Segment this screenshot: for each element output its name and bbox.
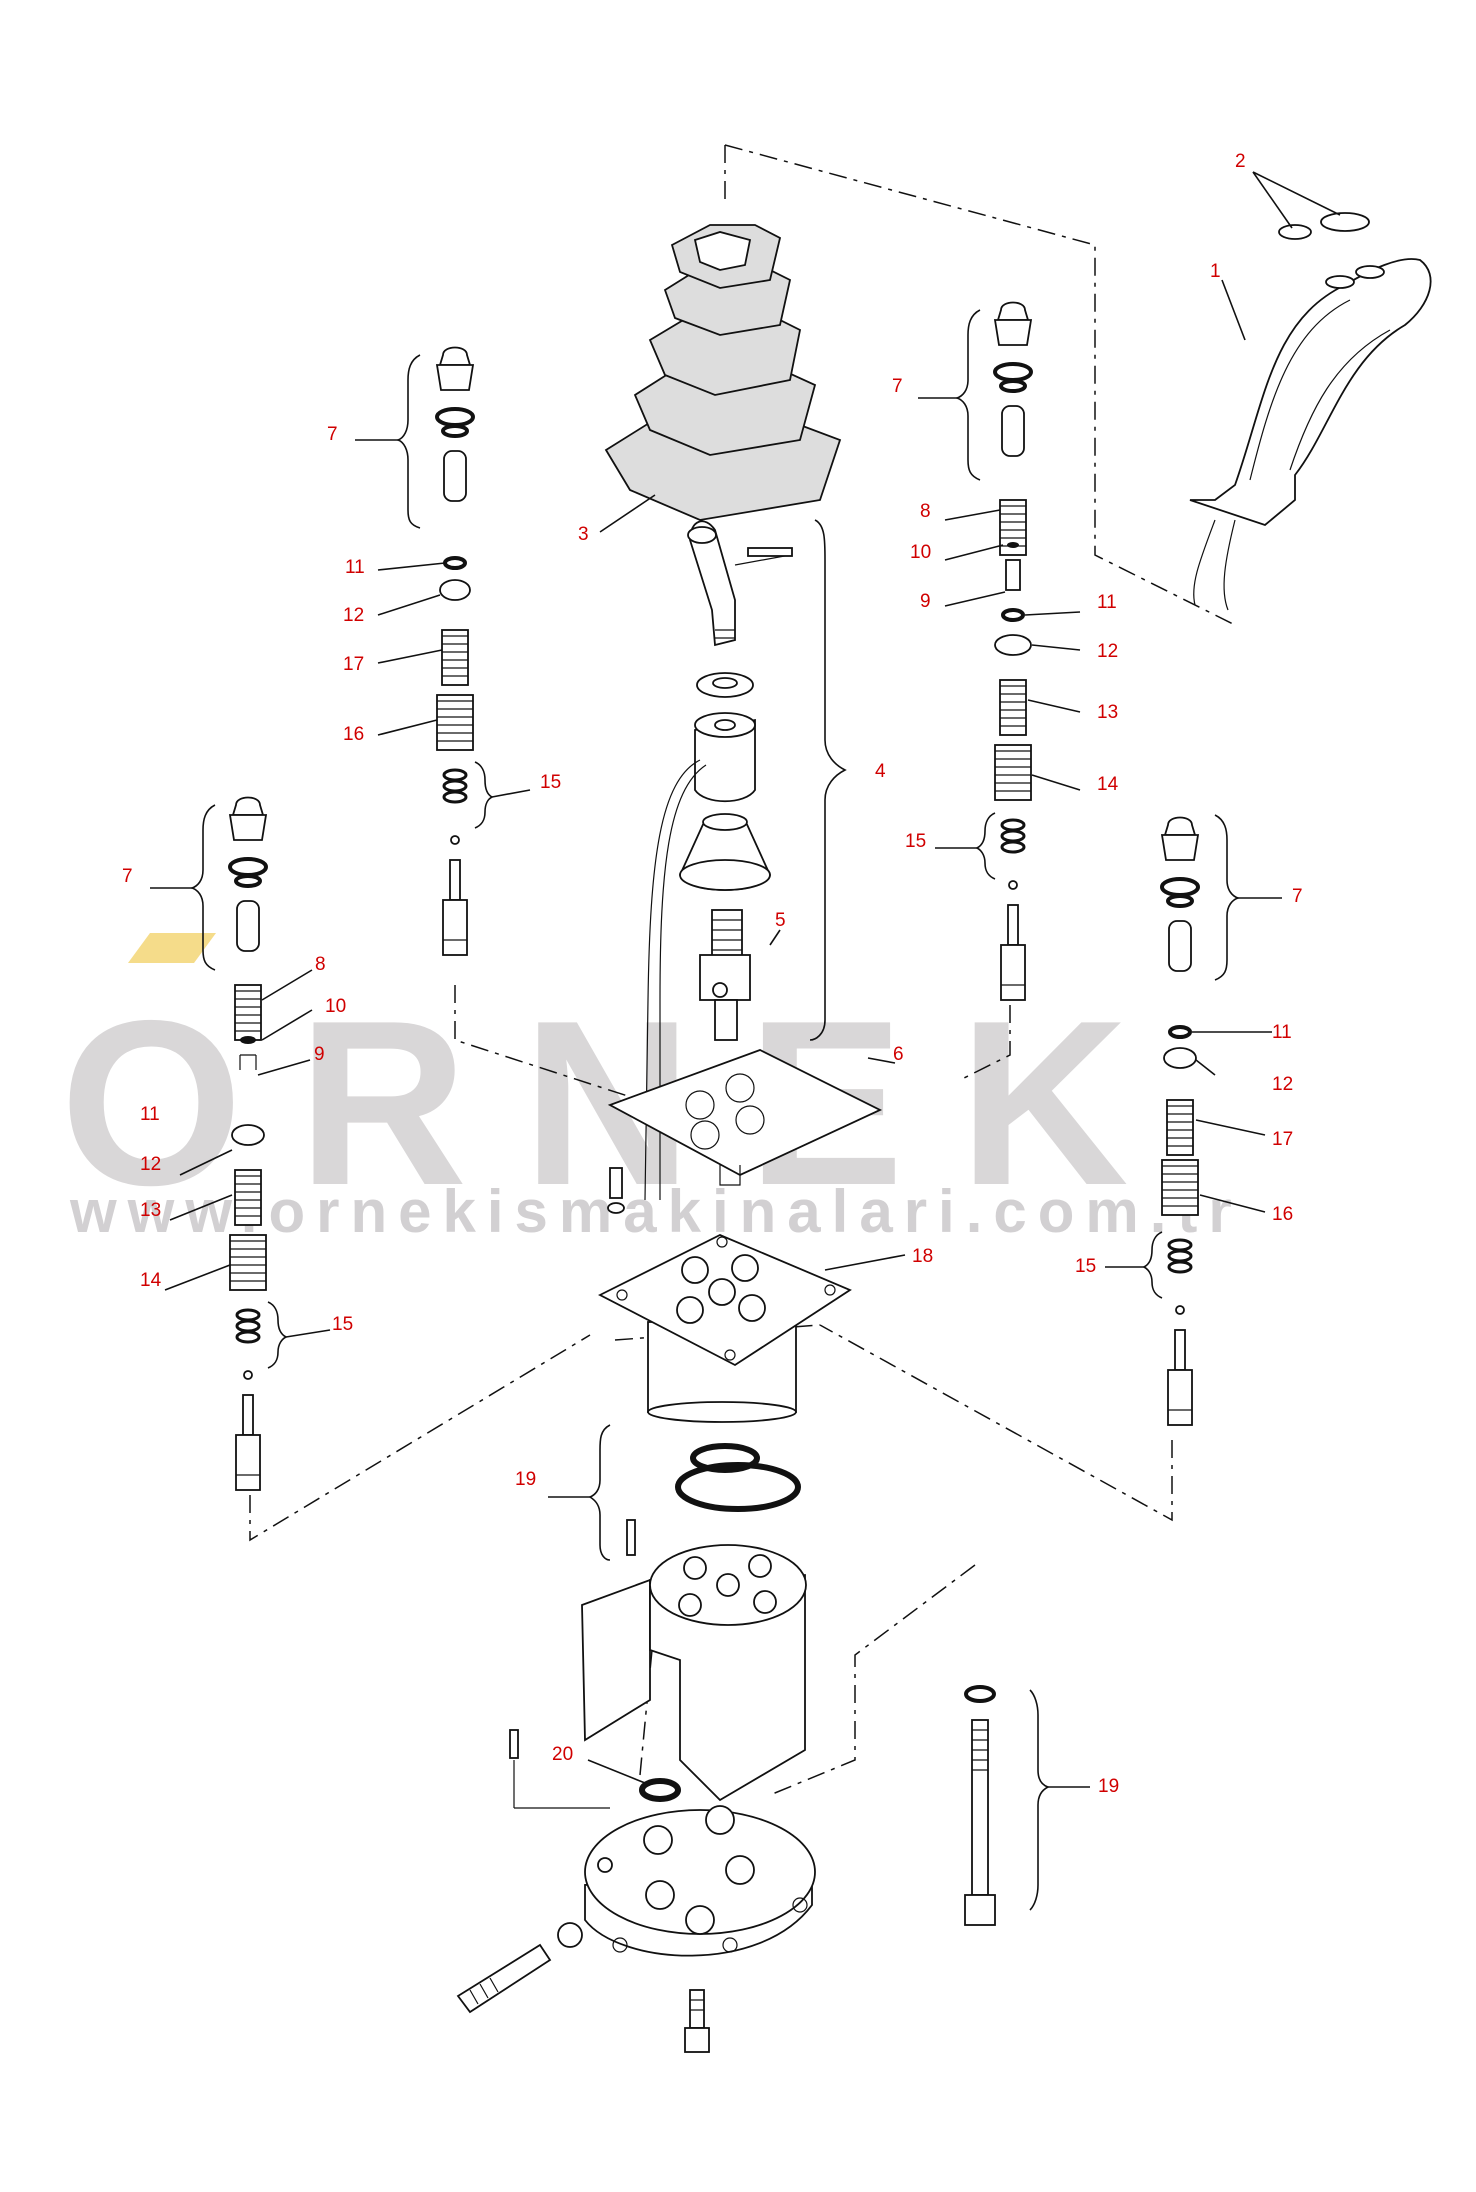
callout-19b: 19: [1098, 1776, 1119, 1797]
small-screw: [607, 1167, 625, 1214]
callout-13c: 13: [1097, 702, 1118, 723]
callout-12a: 12: [343, 605, 364, 626]
pilot-column-left-upper: [435, 345, 475, 956]
gasket-plate: [607, 1049, 883, 1186]
callout-5: 5: [775, 910, 786, 931]
callout-4: 4: [875, 761, 886, 782]
base-block: [509, 1729, 816, 1957]
callout-9a: 9: [314, 1044, 325, 1065]
callout-15c: 15: [905, 831, 926, 852]
callout-15a: 15: [540, 772, 561, 793]
callout-11c: 11: [1097, 592, 1117, 613]
callout-7c: 7: [892, 376, 903, 397]
joystick-handle: [1189, 258, 1432, 611]
long-bolt: [964, 1685, 996, 1926]
callout-17d: 17: [1272, 1129, 1293, 1150]
callout-13a: 13: [140, 1200, 161, 1221]
callout-14c: 14: [1097, 774, 1119, 795]
callout-labels: 1 2 3 4 5 6 7 8 9 10 11 12 13 14 15 16 1…: [122, 151, 1303, 1797]
callout-7a: 7: [327, 424, 338, 445]
callout-7d: 7: [1292, 886, 1303, 907]
bottom-screw: [684, 1989, 710, 2053]
pilot-column-right-upper: [993, 300, 1033, 1001]
pilot-column-right-lower: [1160, 815, 1200, 1426]
callout-9c: 9: [920, 591, 931, 612]
callout-12c: 12: [1097, 641, 1118, 662]
callout-12d: 12: [1272, 1074, 1293, 1095]
callout-3: 3: [578, 524, 589, 545]
o-ring-set: [626, 1443, 801, 1556]
callout-10c: 10: [910, 542, 931, 563]
callout-19a: 19: [515, 1469, 536, 1490]
button-caps: [1278, 212, 1370, 240]
pilot-column-left-lower: [228, 795, 268, 1491]
callout-16a: 16: [343, 724, 364, 745]
callout-2: 2: [1235, 151, 1246, 172]
callout-11a: 11: [345, 557, 365, 578]
callout-11d: 11: [1272, 1022, 1292, 1043]
callout-10a: 10: [325, 996, 346, 1017]
callout-15d: 15: [1075, 1256, 1096, 1277]
callout-15b: 15: [332, 1314, 353, 1335]
callout-8c: 8: [920, 501, 931, 522]
callout-11b: 11: [140, 1104, 160, 1125]
watermark-accent: [128, 933, 216, 963]
valve-body: [581, 1544, 807, 1802]
callout-18: 18: [912, 1246, 933, 1267]
callout-17a: 17: [343, 654, 364, 675]
callout-6: 6: [893, 1044, 904, 1065]
watermark-url: www.ornekismakinalari.com.tr: [70, 1178, 1243, 1245]
central-shaft-stack: [644, 520, 793, 1201]
callout-7b: 7: [122, 866, 133, 887]
callout-20: 20: [552, 1744, 573, 1765]
callout-8a: 8: [315, 954, 326, 975]
rubber-boot: [604, 224, 842, 521]
callout-14a: 14: [140, 1270, 162, 1291]
upper-housing: [598, 1234, 852, 1423]
callout-12b: 12: [140, 1154, 161, 1175]
leader-lines: [150, 171, 1341, 1911]
plug-and-ball: [456, 1922, 583, 2014]
callout-1: 1: [1210, 261, 1221, 282]
callout-16d: 16: [1272, 1204, 1293, 1225]
